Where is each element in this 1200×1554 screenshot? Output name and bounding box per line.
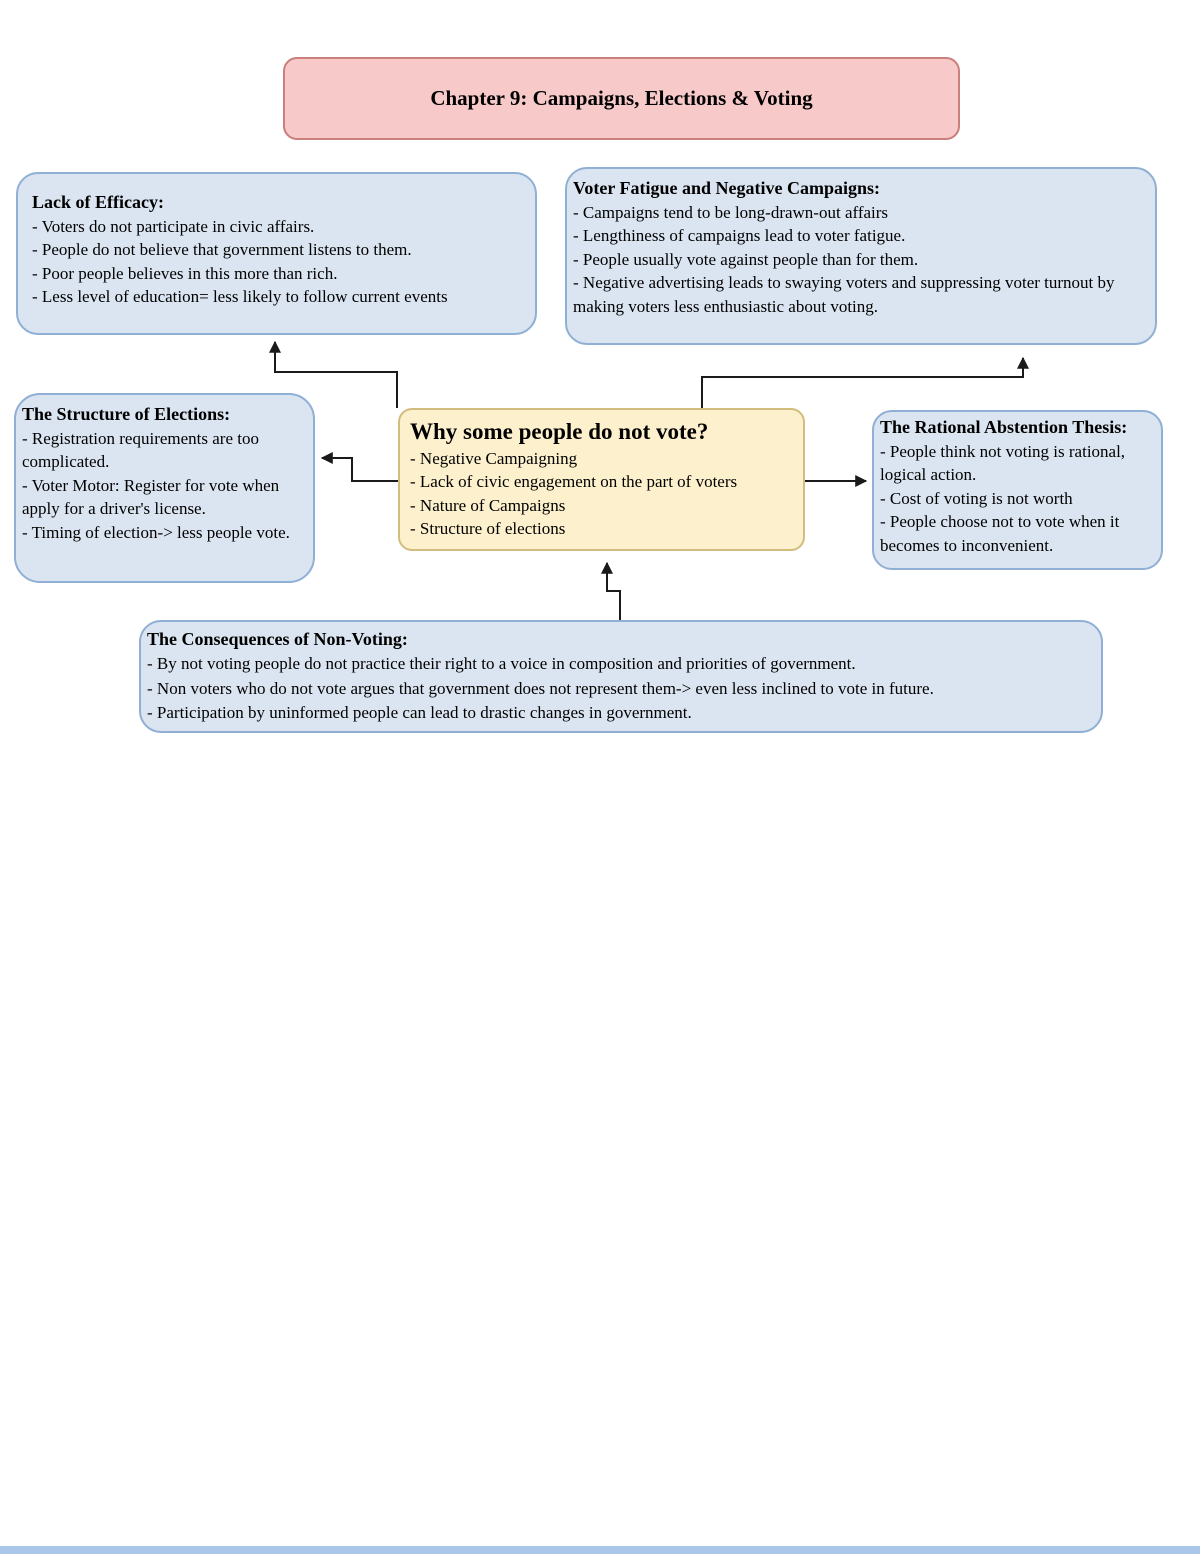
node-line: - People do not believe that government … [32, 240, 412, 260]
node-line: - Participation by uninformed people can… [147, 703, 692, 723]
node-heading: The Structure of Elections: [22, 404, 231, 424]
node-line: - Negative advertising leads to swaying … [573, 273, 1115, 316]
node-line: - Voter Motor: Register for vote when ap… [22, 475, 280, 519]
node-structure-of-elections: The Structure of Elections: - Registrati… [14, 393, 315, 583]
node-line: - By not voting people do not practice t… [147, 654, 856, 674]
node-rational-abstention-thesis: The Rational Abstention Thesis: - People… [872, 410, 1163, 570]
page-title: Chapter 9: Campaigns, Elections & Voting [430, 86, 813, 110]
node-line: - Nature of Campaigns [410, 495, 566, 515]
node-line: - Timing of election-> less people vote. [22, 522, 290, 542]
node-voter-fatigue: Voter Fatigue and Negative Campaigns: - … [565, 167, 1157, 345]
node-lack-of-efficacy: Lack of Efficacy: - Voters do not partic… [16, 172, 537, 335]
node-heading: The Consequences of Non-Voting: [147, 629, 408, 649]
node-line: - People think not voting is rational, l… [880, 441, 1126, 485]
node-line: - Structure of elections [410, 519, 566, 539]
node-line: - Negative Campaigning [410, 448, 578, 468]
node-line: - Voters do not participate in civic aff… [32, 216, 315, 236]
node-line: - Registration requirements are too comp… [22, 428, 259, 472]
node-line: - Poor people believes in this more than… [32, 263, 338, 283]
node-line: - People usually vote against people tha… [573, 249, 919, 269]
bottom-bar [0, 1546, 1200, 1554]
node-heading: Why some people do not vote? [410, 419, 709, 444]
node-line: - Lack of civic engagement on the part o… [410, 472, 738, 492]
node-heading: Lack of Efficacy: [32, 192, 164, 212]
node-consequences-of-non-voting: The Consequences of Non-Voting: - By not… [139, 620, 1103, 733]
node-heading: The Rational Abstention Thesis: [880, 417, 1128, 437]
node-line: - Less level of education= less likely t… [32, 287, 448, 307]
title-box: Chapter 9: Campaigns, Elections & Voting [283, 57, 960, 140]
arrow-center-to-voter-fatigue [701, 356, 1029, 408]
arrow-consequences-to-center [601, 561, 621, 620]
node-line: - Campaigns tend to be long-drawn-out af… [573, 202, 889, 222]
node-line: - Non voters who do not vote argues that… [147, 678, 934, 698]
node-heading: Voter Fatigue and Negative Campaigns: [573, 178, 880, 198]
node-line: - Cost of voting is not worth [880, 488, 1073, 508]
node-why-people-do-not-vote: Why some people do not vote? - Negative … [398, 408, 805, 551]
node-line: - Lengthiness of campaigns lead to voter… [573, 226, 906, 246]
arrow-center-to-structure [320, 452, 398, 482]
node-line: - People choose not to vote when it beco… [880, 512, 1120, 555]
